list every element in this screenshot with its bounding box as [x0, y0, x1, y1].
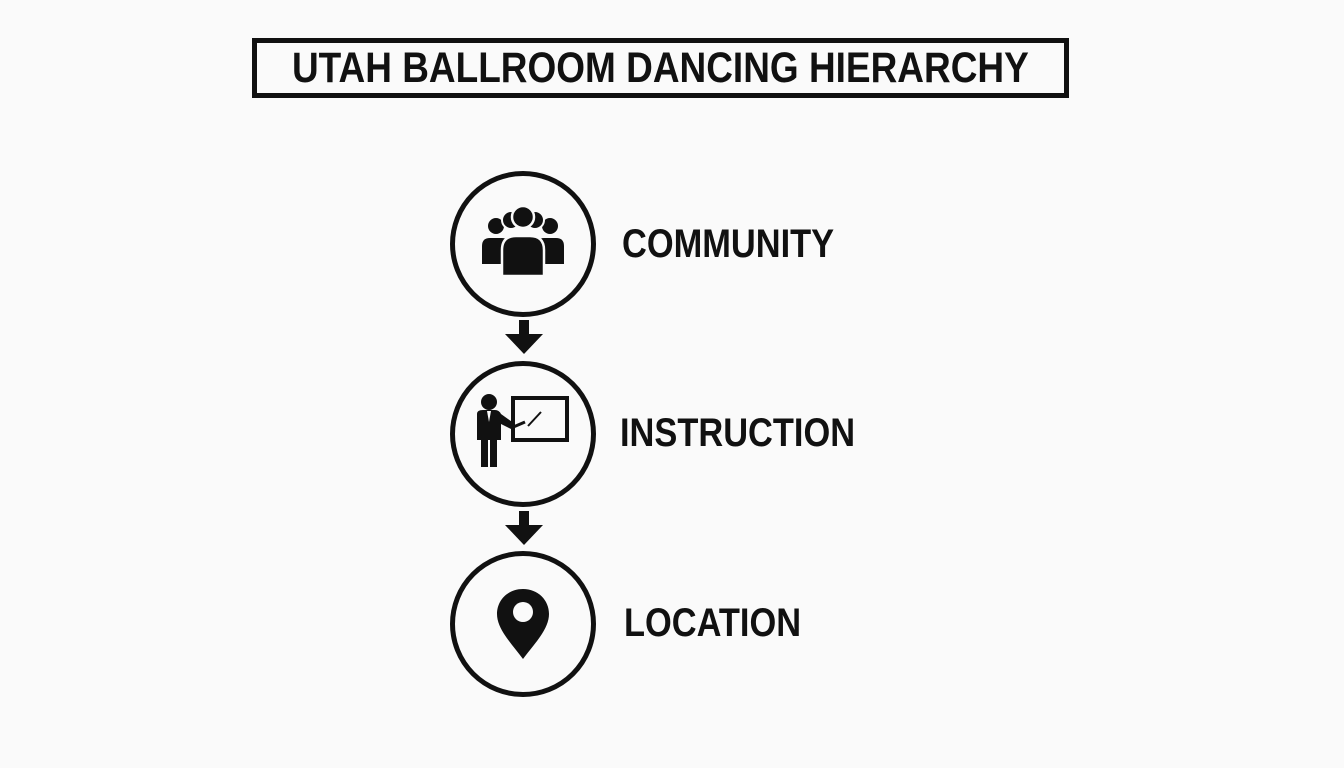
node-label-community: COMMUNITY: [622, 222, 835, 266]
node-label-instruction: INSTRUCTION: [620, 411, 856, 455]
title-box: UTAH BALLROOM DANCING HIERARCHY: [252, 38, 1069, 98]
diagram-title: UTAH BALLROOM DANCING HIERARCHY: [292, 43, 1029, 92]
node-label-location: LOCATION: [624, 601, 802, 645]
community-icon: [482, 204, 564, 278]
down-arrow: [505, 511, 543, 545]
node-instruction: [450, 361, 596, 507]
node-community: [450, 171, 596, 317]
instructor-icon: [477, 394, 569, 467]
location-pin-icon: [497, 589, 549, 659]
node-location: [450, 551, 596, 697]
down-arrow: [505, 320, 543, 354]
